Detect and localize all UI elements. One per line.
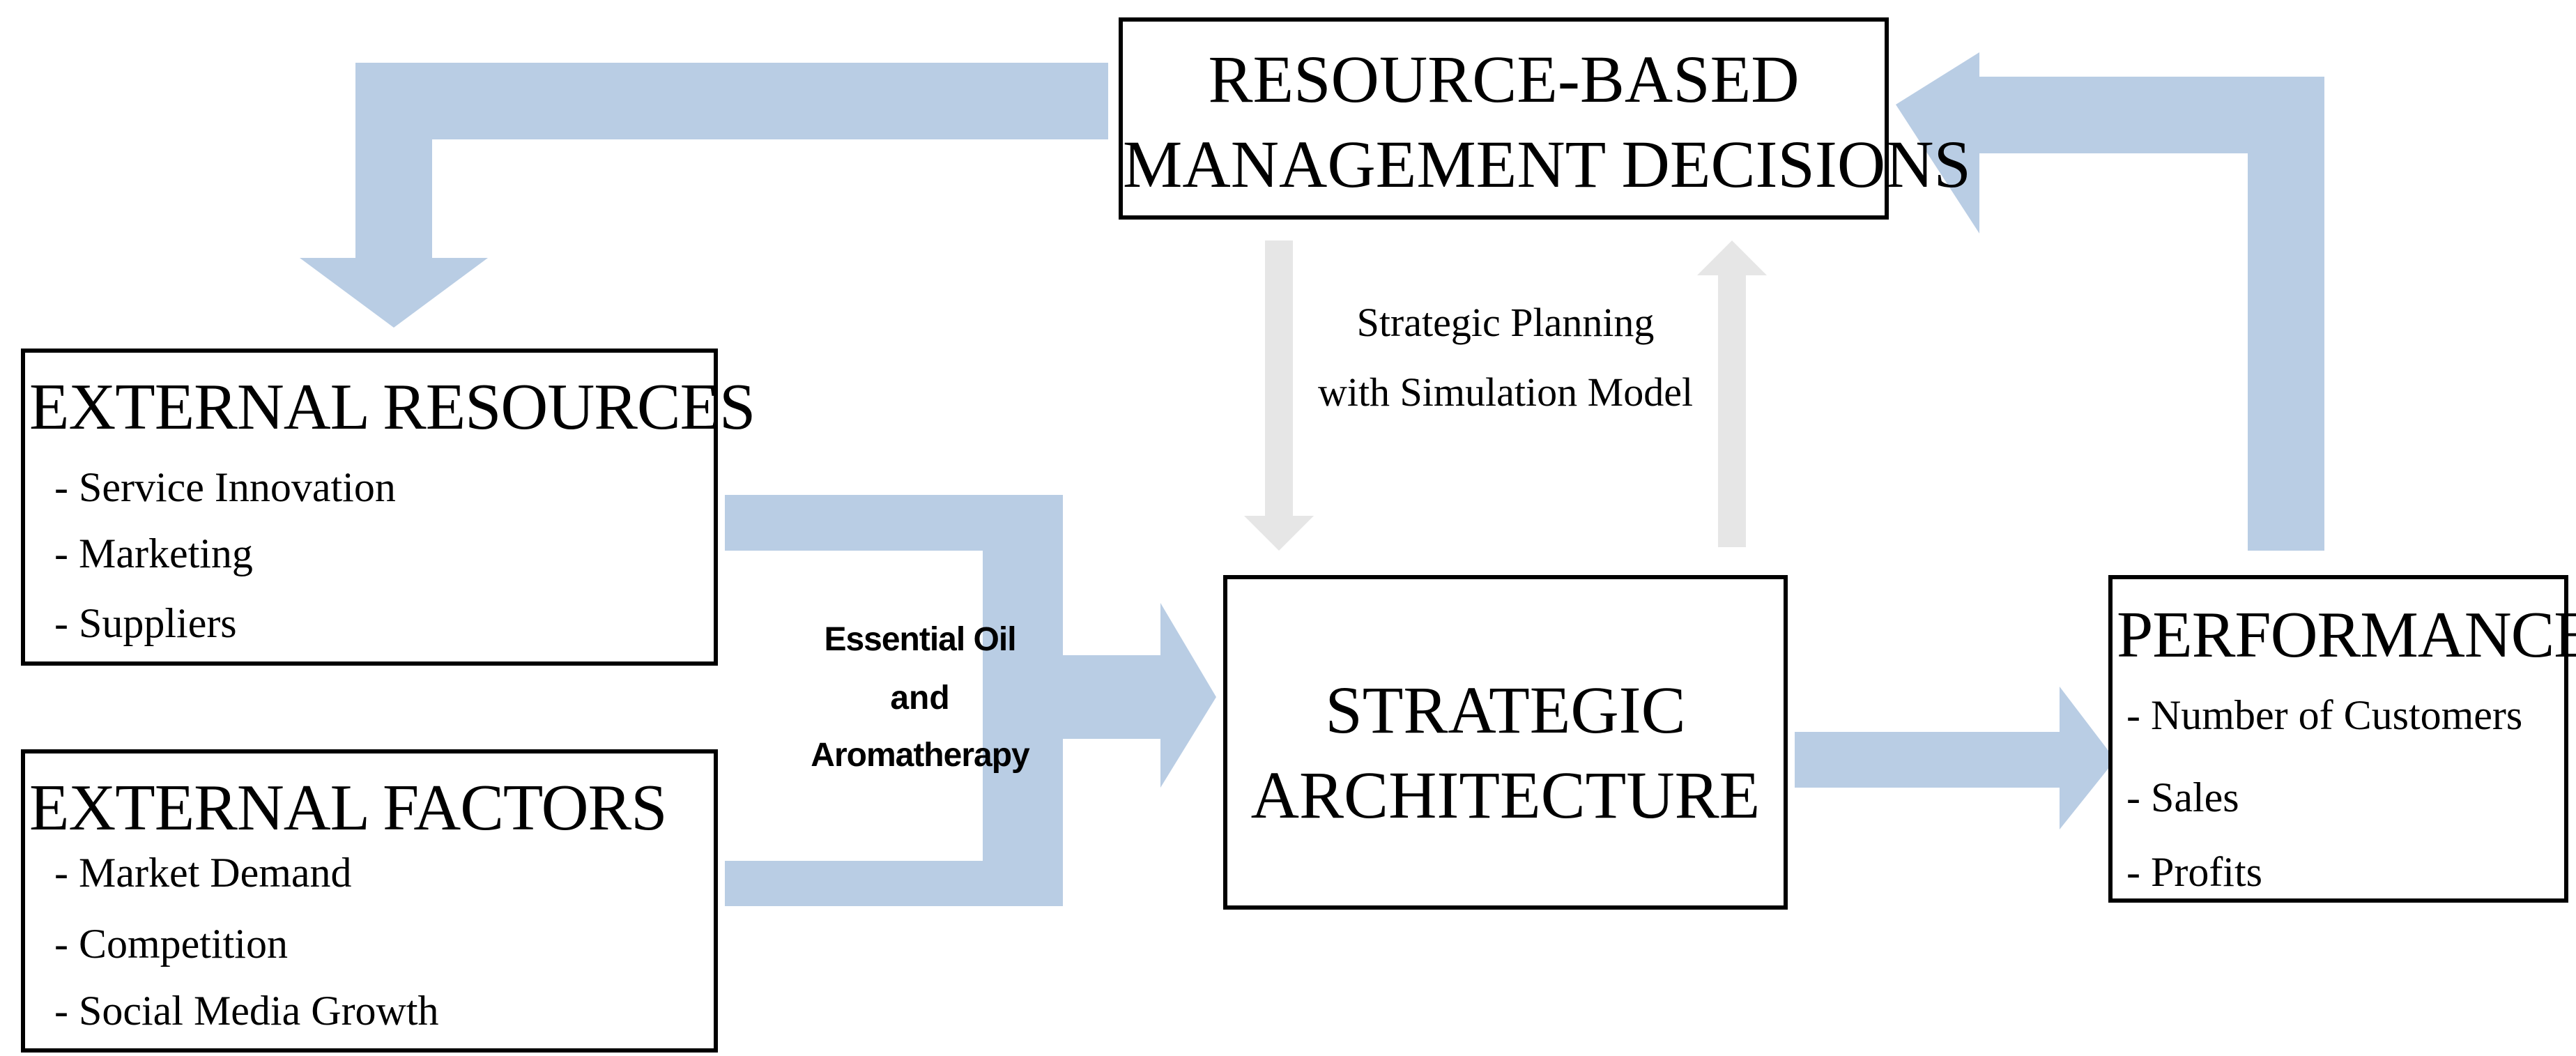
arrow-merge-to-strategic bbox=[725, 495, 1216, 906]
external-factors-box: EXTERNAL FACTORS - Market Demand - Compe… bbox=[21, 749, 718, 1053]
external-resources-item: - Service Innovation bbox=[54, 464, 396, 510]
performance-item: - Number of Customers bbox=[2126, 692, 2523, 738]
performance-item: - Profits bbox=[2126, 849, 2262, 895]
arrow-to-resource-decisions bbox=[1896, 52, 2324, 551]
gray-arrow-up bbox=[1697, 240, 1767, 547]
gray-arrow-down bbox=[1244, 240, 1314, 551]
strategic-architecture-box: STRATEGIC ARCHITECTURE bbox=[1223, 575, 1788, 910]
external-resources-item: - Marketing bbox=[54, 530, 253, 576]
performance-box: PERFORMANCE - Number of Customers - Sale… bbox=[2108, 575, 2576, 903]
external-resources-title: EXTERNAL RESOURCES bbox=[29, 371, 756, 443]
arrow-to-external-resources bbox=[300, 63, 1108, 328]
planning-label-line1: Strategic Planning bbox=[1356, 300, 1655, 345]
strategic-box-line2: ARCHITECTURE bbox=[1250, 758, 1761, 832]
external-resources-item: - Suppliers bbox=[54, 600, 237, 646]
external-factors-item: - Market Demand bbox=[54, 850, 352, 896]
external-resources-box: EXTERNAL RESOURCES - Service Innovation … bbox=[21, 349, 756, 666]
performance-title: PERFORMANCE bbox=[2117, 599, 2576, 671]
resource-box-line1: RESOURCE-BASED bbox=[1208, 42, 1800, 116]
planning-label-line2: with Simulation Model bbox=[1317, 369, 1694, 415]
external-factors-title: EXTERNAL FACTORS bbox=[29, 772, 667, 844]
resource-based-decisions-box: RESOURCE-BASED MANAGEMENT DECISIONS bbox=[1119, 17, 1971, 220]
strategic-box-line1: STRATEGIC bbox=[1325, 673, 1686, 747]
external-factors-item: - Social Media Growth bbox=[54, 988, 439, 1034]
oil-label-line3: Aromatherapy bbox=[811, 737, 1029, 774]
resource-box-line2: MANAGEMENT DECISIONS bbox=[1123, 127, 1971, 201]
performance-item: - Sales bbox=[2126, 774, 2239, 820]
strategic-planning-label: Strategic Planning with Simulation Model bbox=[1296, 300, 1715, 446]
oil-label-line1: Essential Oil bbox=[824, 621, 1016, 658]
arrow-to-performance bbox=[1795, 687, 2115, 829]
external-factors-item: - Competition bbox=[54, 921, 288, 967]
oil-label-line2: and bbox=[890, 680, 950, 717]
essential-oil-label: Essential Oil and Aromatherapy bbox=[802, 620, 1038, 788]
